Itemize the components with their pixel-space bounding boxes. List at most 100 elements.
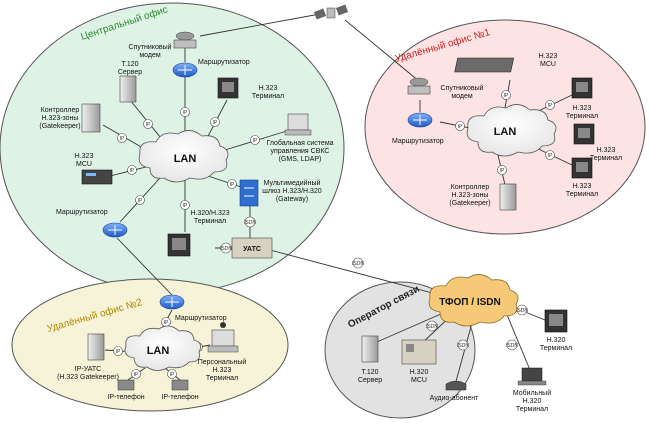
svg-text:ISDN: ISDN bbox=[244, 220, 256, 226]
pstn-label: ТФОП / ISDN bbox=[439, 297, 500, 308]
router-icon bbox=[407, 112, 433, 128]
ip-badge: IP bbox=[117, 133, 127, 143]
pstn-cloud: ТФОП / ISDN bbox=[428, 274, 519, 327]
laptop-icon bbox=[517, 367, 547, 386]
isdn-badge: ISDN bbox=[352, 257, 364, 269]
svg-text:IP: IP bbox=[120, 136, 125, 142]
svg-text:IP: IP bbox=[548, 103, 553, 109]
svg-text:IP: IP bbox=[134, 372, 139, 378]
workstation-icon bbox=[284, 113, 312, 136]
ippbx-label: IP-УАТС(Н.323 Gatekeeper) bbox=[57, 366, 119, 381]
svg-text:IP: IP bbox=[116, 349, 121, 355]
pbx-label: УАТС bbox=[243, 246, 261, 253]
svg-text:IP: IP bbox=[146, 122, 151, 128]
svg-text:IP: IP bbox=[253, 138, 258, 144]
gateway-icon bbox=[239, 179, 259, 207]
satellite-modem-icon bbox=[407, 77, 431, 95]
satellite-icon bbox=[313, 4, 349, 20]
svg-text:IP: IP bbox=[213, 120, 218, 126]
ip-badge: IP bbox=[455, 121, 465, 131]
lan-label: LAN bbox=[494, 126, 517, 138]
video-terminal-icon bbox=[167, 233, 191, 257]
svg-text:ISDN: ISDN bbox=[516, 308, 528, 314]
ip-badge: IP bbox=[167, 369, 177, 379]
svg-text:IP: IP bbox=[458, 124, 463, 130]
svg-text:IP: IP bbox=[170, 372, 175, 378]
router-label: Маршрутизатор bbox=[198, 59, 250, 66]
svg-text:IP: IP bbox=[500, 168, 505, 174]
mcu-icon bbox=[454, 57, 515, 73]
video-terminal-icon bbox=[544, 309, 568, 333]
isdn-badge: ISDN bbox=[220, 242, 232, 254]
svg-text:IP: IP bbox=[183, 203, 188, 209]
ip-phone-label: IP-телефон bbox=[161, 394, 198, 401]
ip-badge: IP bbox=[227, 179, 237, 189]
router-label: Маршрутизатор bbox=[392, 138, 444, 145]
svg-text:IP: IP bbox=[130, 168, 135, 174]
ip-badge: IP bbox=[113, 346, 123, 356]
isdn-badge: ISDN bbox=[506, 339, 518, 351]
svg-text:IP: IP bbox=[548, 153, 553, 159]
ip-phone-label: IP-телефон bbox=[107, 394, 144, 401]
server-tower-icon bbox=[81, 103, 101, 133]
ip-phone-icon bbox=[171, 379, 189, 391]
ip-badge: IP bbox=[545, 100, 555, 110]
router-icon bbox=[172, 62, 198, 78]
ip-badge: IP bbox=[161, 317, 171, 327]
ip-badge: IP bbox=[135, 195, 145, 205]
router-label: Маршрутизатор bbox=[56, 209, 108, 216]
mcu-icon bbox=[401, 339, 437, 365]
ip-badge: IP bbox=[497, 165, 507, 175]
server-tower-icon bbox=[499, 183, 517, 211]
isdn-badge: ISDN bbox=[516, 304, 528, 316]
ip-phone-icon bbox=[117, 379, 135, 391]
server-tower-icon bbox=[87, 333, 105, 361]
lan-cloud-remote2: LAN bbox=[124, 325, 202, 371]
svg-text:IP: IP bbox=[164, 320, 169, 326]
isdn-badge: ISDN bbox=[426, 320, 438, 332]
video-terminal-icon bbox=[571, 77, 593, 99]
ip-badge: IP bbox=[545, 150, 555, 160]
lan-cloud-remote1: LAN bbox=[466, 104, 557, 157]
lan-label: LAN bbox=[147, 345, 170, 357]
ip-badge: IP bbox=[250, 135, 260, 145]
svg-text:ISDN: ISDN bbox=[457, 343, 469, 349]
lan-label: LAN bbox=[174, 153, 197, 165]
isdn-badge: ISDN bbox=[457, 339, 469, 351]
lan-cloud-central: LAN bbox=[138, 130, 229, 183]
router-label: Маршрутизатор bbox=[175, 315, 227, 322]
video-terminal-icon bbox=[573, 123, 595, 145]
router-icon bbox=[159, 294, 185, 310]
satellite-modem-icon bbox=[173, 31, 197, 49]
svg-text:ISDN: ISDN bbox=[352, 261, 364, 267]
ip-badge: IP bbox=[501, 90, 511, 100]
server-tower-icon bbox=[119, 75, 137, 103]
svg-text:ISDN: ISDN bbox=[426, 324, 438, 330]
pc-terminal-icon bbox=[207, 322, 239, 353]
isdn-badges: ISDN ISDN ISDN ISDN ISDN ISDN ISDN bbox=[220, 216, 528, 351]
pbx-icon: УАТС bbox=[231, 237, 273, 259]
ip-badge: IP bbox=[210, 117, 220, 127]
video-terminal-icon bbox=[571, 157, 593, 179]
server-tower-icon bbox=[361, 335, 379, 363]
